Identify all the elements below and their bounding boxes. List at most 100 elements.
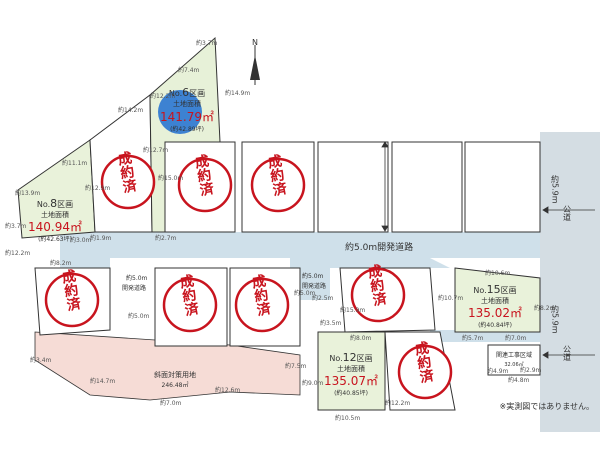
sold-stamp: 成約済	[250, 152, 306, 213]
sold-stamp-circle	[250, 157, 306, 213]
svg-text:約7.5m: 約7.5m	[285, 362, 307, 370]
related-work-label: 関連工事区域 32.06㎡	[496, 351, 532, 368]
svg-text:約11.1m: 約11.1m	[62, 159, 87, 167]
sold-stamp-text: 成約済	[177, 272, 200, 318]
svg-text:約13.9m: 約13.9m	[15, 189, 40, 197]
svg-text:No.8区画: No.8区画	[37, 197, 73, 210]
sold-stamp-text: 成約済	[365, 262, 388, 308]
lot-top-5	[464, 141, 541, 233]
sold-stamp-text: 成約済	[265, 152, 288, 198]
svg-text:約1.9m: 約1.9m	[90, 234, 112, 242]
svg-text:約8.0m: 約8.0m	[350, 334, 372, 342]
main-road-label: 約5.0m開発道路	[345, 241, 413, 253]
sold-stamp: 成約済	[350, 262, 406, 323]
svg-text:約14.7m: 約14.7m	[90, 377, 115, 385]
sold-stamp-text: 成約済	[115, 149, 138, 195]
svg-text:(約42.89坪): (約42.89坪)	[170, 125, 204, 133]
svg-text:141.79㎡: 141.79㎡	[160, 110, 214, 124]
sold-stamp: 成約済	[234, 272, 290, 333]
sold-stamp-circle	[397, 344, 453, 400]
svg-text:約3.5m: 約3.5m	[320, 319, 342, 327]
svg-text:約7.0m: 約7.0m	[160, 399, 182, 407]
sold-stamp-text: 成約済	[59, 267, 82, 313]
public-road-label-1: 約5.9m 公道	[551, 174, 572, 222]
lot-12-label: No.12区画 土地面積 135.07㎡ (約40.85坪)	[324, 351, 378, 397]
public-road-label-2: 約5.9m 公道	[551, 304, 572, 362]
svg-text:約12.2m: 約12.2m	[150, 92, 175, 100]
svg-text:32.06㎡: 32.06㎡	[504, 361, 523, 368]
svg-text:斜面対策用地: 斜面対策用地	[154, 370, 196, 379]
svg-text:公道: 公道	[563, 205, 572, 222]
svg-text:約5.0m: 約5.0m	[294, 289, 316, 297]
sold-stamp: 成約済	[397, 339, 453, 400]
sold-stamp: 成約済	[162, 272, 218, 333]
sold-stamp-circle	[44, 272, 100, 328]
svg-text:約15.0m: 約15.0m	[158, 174, 183, 182]
lot-top-3	[317, 141, 389, 233]
lot-15	[454, 267, 541, 333]
svg-text:約5.0m: 約5.0m	[126, 274, 148, 282]
svg-text:約14.9m: 約14.9m	[225, 89, 250, 97]
svg-text:約7.0m: 約7.0m	[505, 334, 527, 342]
svg-text:約15.9m: 約15.9m	[340, 306, 365, 314]
small-road-mid-label: 約5.0m 開発道路	[302, 272, 326, 290]
svg-text:(約42.63坪): (約42.63坪)	[38, 235, 72, 243]
lot-8-label: No.8区画 土地面積 140.94㎡ (約42.63坪)	[28, 197, 82, 243]
svg-text:約8.2m: 約8.2m	[534, 304, 556, 312]
svg-text:土地面積: 土地面積	[481, 296, 509, 305]
svg-text:開発道路: 開発道路	[302, 282, 326, 290]
svg-text:約12.6m: 約12.6m	[215, 386, 240, 394]
compass-north-label: N	[252, 38, 258, 47]
svg-text:開発道路: 開発道路	[122, 284, 146, 292]
compass: N	[250, 38, 260, 85]
lot-6-label: No.6区画 土地面積 141.79㎡ (約42.89坪)	[160, 86, 214, 133]
svg-text:約5.9m: 約5.9m	[551, 304, 560, 334]
road-to-public-lower	[430, 330, 540, 342]
svg-text:約2.5m: 約2.5m	[312, 294, 334, 302]
sold-stamp: 成約済	[44, 267, 100, 328]
sold-stamp-text: 成約済	[192, 152, 215, 198]
svg-text:(約40.85坪): (約40.85坪)	[334, 389, 368, 397]
svg-text:約14.2m: 約14.2m	[118, 106, 143, 114]
svg-text:公道: 公道	[563, 345, 572, 362]
svg-text:約5.9m: 約5.9m	[551, 174, 560, 204]
sold-stamp: 成約済	[177, 152, 233, 213]
road-width-arrows	[381, 141, 595, 359]
small-road-left-label: 約5.0m 開発道路	[122, 274, 148, 292]
sold-stamp-text: 成約済	[412, 339, 435, 385]
sold-stamp-circle	[100, 154, 156, 210]
lot-15-label: No.15区画 土地面積 135.02㎡ (約40.84坪)	[468, 283, 522, 329]
slope-land-label: 斜面対策用地 246.48㎡	[154, 370, 196, 389]
svg-text:約3.7m: 約3.7m	[5, 222, 27, 230]
svg-text:約5.7m: 約5.7m	[462, 334, 484, 342]
svg-text:約2.7m: 約2.7m	[155, 234, 177, 242]
public-road	[540, 132, 600, 432]
svg-text:約8.2m: 約8.2m	[50, 259, 72, 267]
sold-stamp-circle	[350, 267, 406, 323]
svg-text:約4.9m: 約4.9m	[487, 367, 509, 375]
svg-text:No.15区画: No.15区画	[473, 283, 516, 296]
svg-text:土地面積: 土地面積	[41, 210, 69, 219]
svg-text:約7.4m: 約7.4m	[178, 66, 200, 74]
svg-text:約12.7m: 約12.7m	[143, 146, 168, 154]
svg-text:約10.5m: 約10.5m	[335, 414, 360, 422]
svg-text:土地面積: 土地面積	[173, 99, 201, 108]
svg-text:135.07㎡: 135.07㎡	[324, 374, 378, 388]
sold-stamp-text: 成約済	[249, 272, 272, 318]
svg-text:約12.2m: 約12.2m	[385, 399, 410, 407]
svg-text:約2.9m: 約2.9m	[520, 366, 542, 374]
related-work-area	[487, 344, 541, 376]
svg-text:135.02㎡: 135.02㎡	[468, 306, 522, 320]
svg-text:246.48㎡: 246.48㎡	[162, 381, 189, 389]
svg-text:No.6区画: No.6区画	[169, 86, 205, 99]
svg-text:(約40.84坪): (約40.84坪)	[478, 321, 512, 329]
lot-6-highlight	[158, 90, 202, 134]
dimension-labels: 約3.7m 約7.4m 約14.9m 約14.2m 約12.2m 約12.7m …	[5, 39, 556, 422]
svg-text:約12.9m: 約12.9m	[85, 184, 110, 192]
svg-text:140.94㎡: 140.94㎡	[28, 220, 82, 234]
lot-12	[317, 331, 386, 411]
svg-text:関連工事区域: 関連工事区域	[496, 351, 532, 359]
lot-top-4	[391, 141, 463, 233]
svg-text:約10.6m: 約10.6m	[485, 269, 510, 277]
